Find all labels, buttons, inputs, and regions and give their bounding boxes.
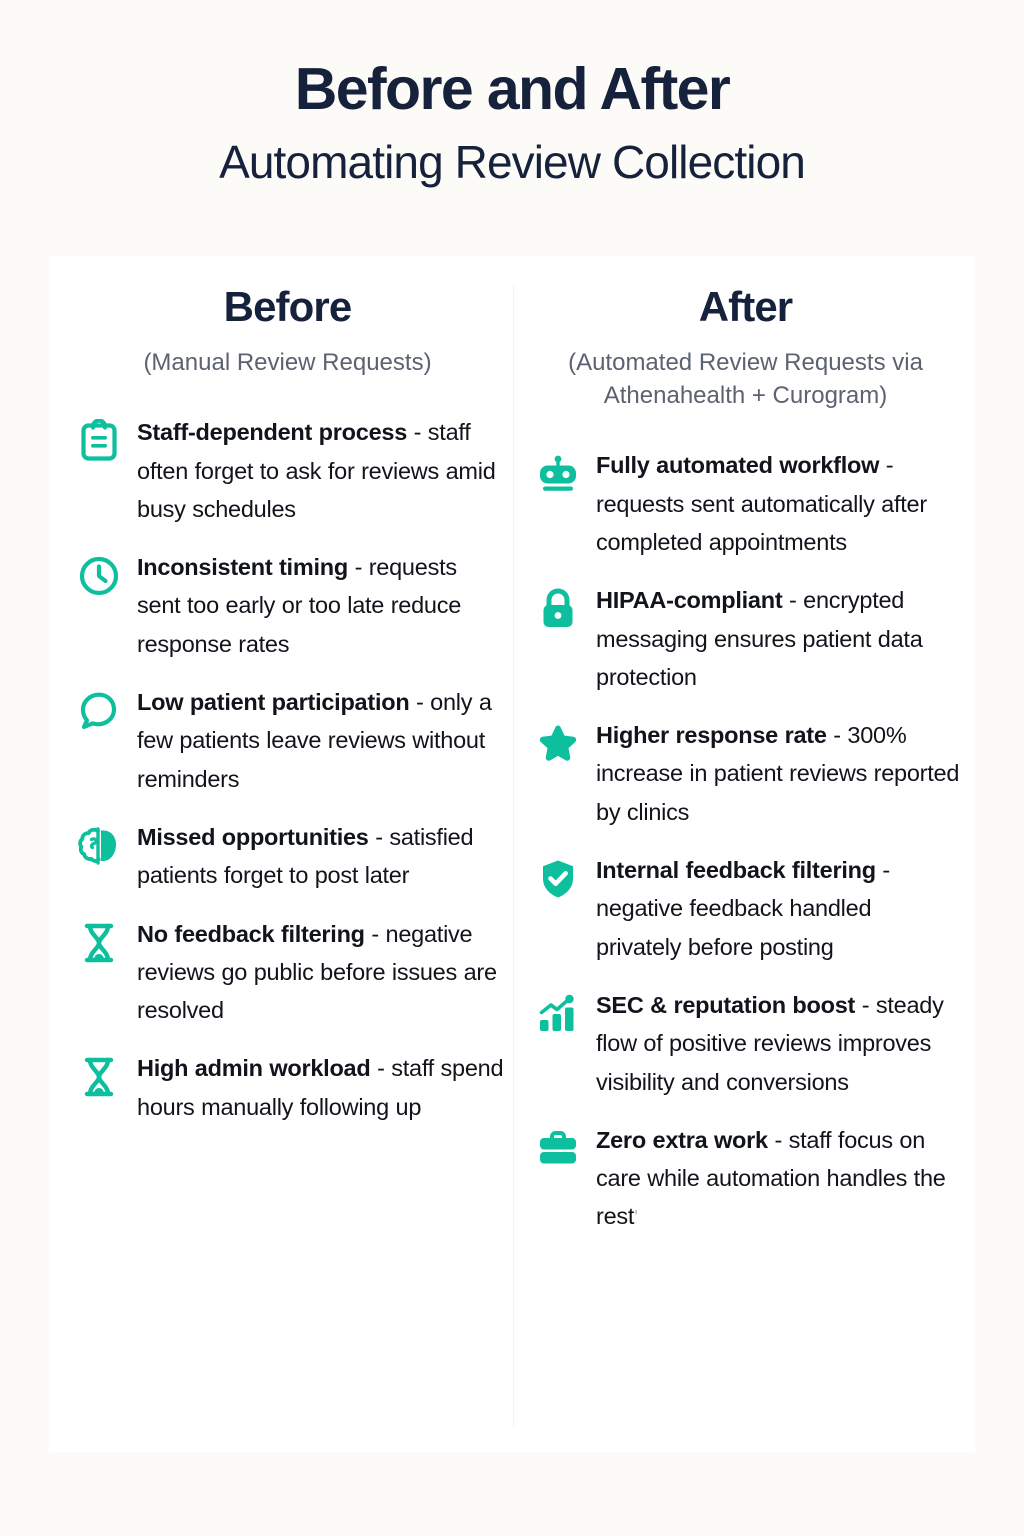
list-item-body: - 300% increase in patient reviews repor… bbox=[596, 722, 960, 825]
comparison-card: Before (Manual Review Requests) bbox=[49, 256, 975, 1452]
list-item-text: High admin workload - staff spend hours … bbox=[137, 1049, 504, 1126]
clipboard-icon bbox=[71, 419, 127, 463]
list-item-text: Fully automated workflow - requests sent… bbox=[596, 446, 961, 561]
clock-icon bbox=[71, 554, 127, 598]
list-item-text: Staff-dependent process - staff often fo… bbox=[137, 413, 504, 528]
briefcase-icon bbox=[530, 1127, 586, 1171]
list-item-text: Inconsistent timing - requests sent too … bbox=[137, 548, 504, 663]
list-item: Internal feedback filtering - negative f… bbox=[530, 851, 961, 966]
list-item-body: - only a few patients leave reviews with… bbox=[137, 689, 492, 792]
header: Before and After Automating Review Colle… bbox=[0, 0, 1024, 189]
list-item: SEC & reputation boost - steady flow of … bbox=[530, 986, 961, 1101]
list-item-text: HIPAA-compliant - encrypted messaging en… bbox=[596, 581, 961, 696]
list-item-lead: No feedback filtering bbox=[137, 920, 365, 947]
column-after: After (Automated Review Requests via Ath… bbox=[512, 256, 975, 1452]
column-before-list: Staff-dependent process - staff often fo… bbox=[71, 413, 504, 1126]
list-item-lead: Zero extra work bbox=[596, 1126, 768, 1153]
list-item: Inconsistent timing - requests sent too … bbox=[71, 548, 504, 663]
list-item-text: Zero extra work - staff focus on care wh… bbox=[596, 1121, 961, 1236]
list-item: No feedback filtering - negative reviews… bbox=[71, 915, 504, 1030]
list-item-lead: Missed opportunities bbox=[137, 823, 369, 850]
list-item-lead: Higher response rate bbox=[596, 722, 827, 749]
list-item: Zero extra work - staff focus on care wh… bbox=[530, 1121, 961, 1236]
list-item-body: - requests sent too early or too late re… bbox=[137, 554, 462, 657]
list-item-text: Internal feedback filtering - negative f… bbox=[596, 851, 961, 966]
hourglass-icon bbox=[71, 921, 127, 965]
list-item: High admin workload - staff spend hours … bbox=[71, 1049, 504, 1126]
list-item-lead: SEC & reputation boost bbox=[596, 991, 856, 1018]
column-before-title: Before bbox=[223, 283, 353, 330]
lock-icon bbox=[530, 587, 586, 631]
page-title: Before and After bbox=[294, 56, 731, 122]
list-item: Higher response rate - 300% increase in … bbox=[530, 716, 961, 831]
list-item-body: - negative feedback handled privately be… bbox=[596, 857, 890, 960]
list-item-lead: Internal feedback filtering bbox=[596, 857, 876, 884]
star-icon bbox=[530, 722, 586, 766]
list-item-body: - steady flow of positive reviews improv… bbox=[596, 991, 944, 1095]
list-item-lead: Fully automated workflow bbox=[596, 452, 880, 479]
speech-bubble-icon bbox=[71, 689, 127, 733]
list-item: Staff-dependent process - staff often fo… bbox=[71, 413, 504, 528]
column-divider bbox=[513, 286, 514, 1426]
list-item-body: - staff spend hours manually following u… bbox=[137, 1055, 504, 1120]
list-item: Low patient participation - only a few p… bbox=[71, 683, 504, 798]
list-item-lead: Staff-dependent process bbox=[137, 419, 408, 446]
column-before: Before (Manual Review Requests) bbox=[49, 256, 512, 1452]
list-item-text: No feedback filtering - negative reviews… bbox=[137, 915, 504, 1030]
trailing-artifact: ' bbox=[634, 1207, 638, 1230]
list-item-lead: Low patient participation bbox=[137, 689, 410, 716]
column-after-list: Fully automated workflow - requests sent… bbox=[530, 446, 961, 1235]
column-after-header: After (Automated Review Requests via Ath… bbox=[530, 283, 961, 412]
list-item-body: - negative reviews go public before issu… bbox=[137, 920, 497, 1024]
list-item-lead: HIPAA-compliant bbox=[596, 587, 783, 614]
brain-icon bbox=[71, 824, 127, 868]
list-item-text: Missed opportunities - satisfied patient… bbox=[137, 818, 504, 895]
list-item-lead: Inconsistent timing bbox=[137, 554, 348, 581]
column-before-header: Before (Manual Review Requests) bbox=[71, 283, 504, 379]
list-item: HIPAA-compliant - encrypted messaging en… bbox=[530, 581, 961, 696]
list-item-body: - staff focus on care while automation h… bbox=[596, 1126, 946, 1230]
shield-check-icon bbox=[530, 857, 586, 901]
list-item-body: - requests sent automatically after comp… bbox=[596, 452, 927, 555]
list-item-text: SEC & reputation boost - steady flow of … bbox=[596, 986, 961, 1101]
hourglass-icon bbox=[71, 1055, 127, 1099]
list-item-body: - satisfied patients forget to post late… bbox=[137, 823, 474, 889]
column-after-title: After bbox=[698, 283, 793, 330]
list-item: Missed opportunities - satisfied patient… bbox=[71, 818, 504, 895]
page-subtitle: Automating Review Collection bbox=[219, 135, 806, 188]
column-before-subtitle: (Manual Review Requests) bbox=[143, 349, 432, 377]
list-item-body: - staff often forget to ask for reviews … bbox=[137, 419, 496, 522]
column-after-subtitle: (Automated Review Requests via Athenahea… bbox=[568, 349, 923, 410]
list-item: Fully automated workflow - requests sent… bbox=[530, 446, 961, 561]
list-item-text: Higher response rate - 300% increase in … bbox=[596, 716, 961, 831]
list-item-body: - encrypted messaging en­sures patient d… bbox=[596, 587, 923, 690]
robot-icon bbox=[530, 452, 586, 496]
bar-chart-growth-icon bbox=[530, 992, 586, 1036]
list-item-lead: High admin workload bbox=[137, 1055, 371, 1082]
list-item-text: Low patient participation - only a few p… bbox=[137, 683, 504, 798]
